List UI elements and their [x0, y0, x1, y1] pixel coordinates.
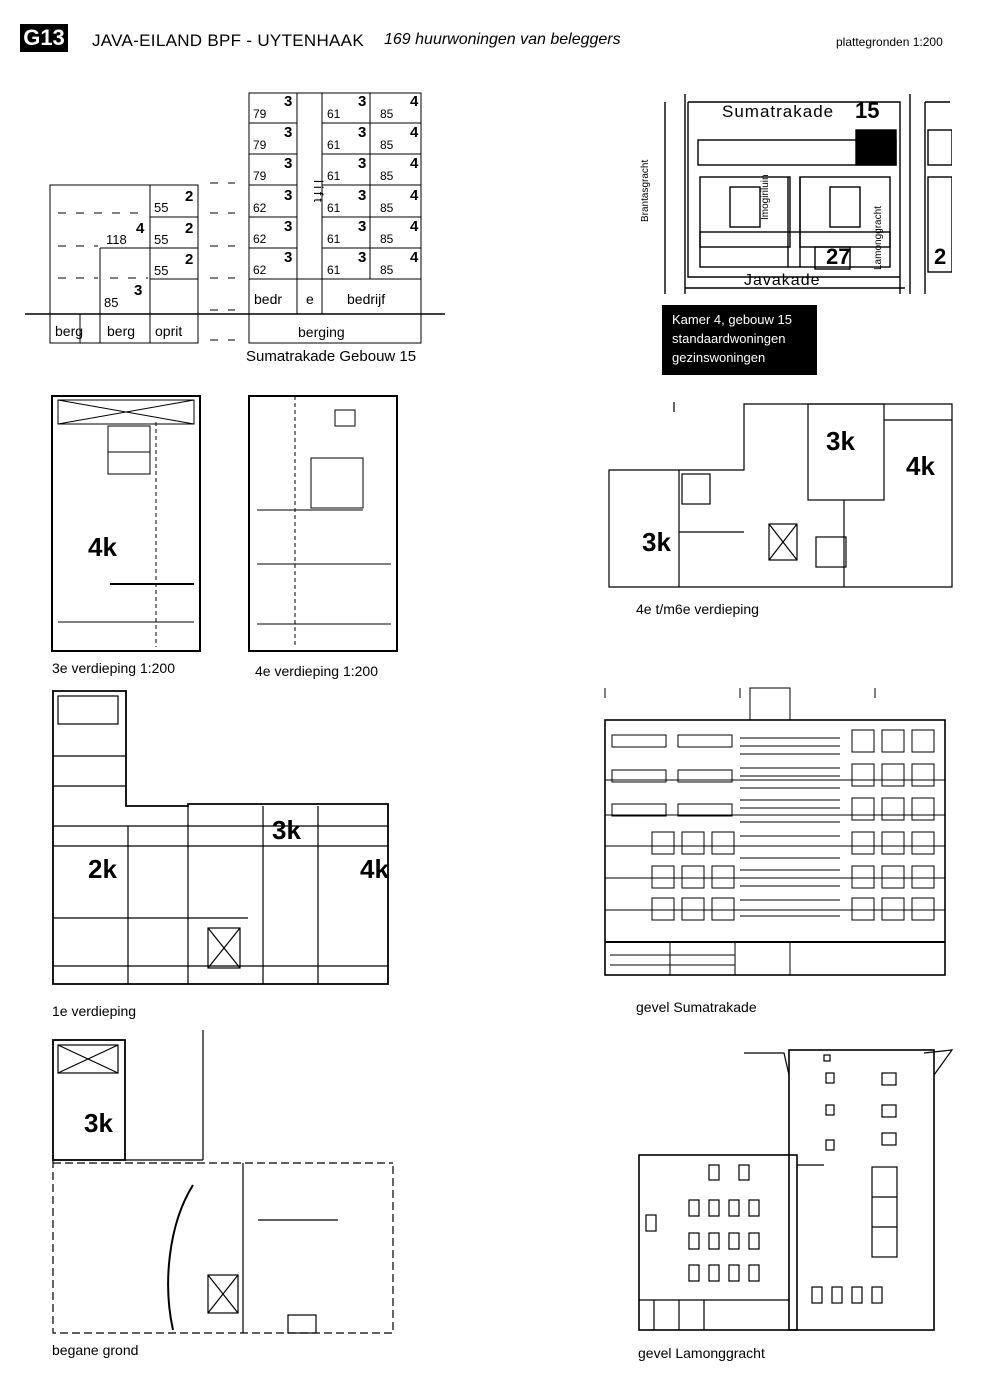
- map-street-top: Sumatrakade: [722, 102, 835, 121]
- plan-4e6e-room-3k-b: 3k: [642, 527, 671, 557]
- right-row-area-a: 62: [253, 263, 267, 277]
- section-diagram: [25, 92, 445, 344]
- map-street-bottom: Javakade: [744, 272, 821, 289]
- left-r2-left-area: 118: [106, 232, 127, 247]
- right-row-rooms-b: 3: [358, 155, 367, 173]
- plan-4e6e-room-3k-a: 3k: [826, 426, 855, 456]
- right-row-rooms-c: 4: [410, 93, 419, 110]
- right-row-area-c: 85: [380, 263, 394, 277]
- right-row-rooms-c: 4: [410, 124, 419, 142]
- right-row-area-c: 85: [380, 200, 394, 215]
- plan-4e6e-caption: 4e t/m6e verdieping: [636, 601, 759, 617]
- site-map: [664, 94, 952, 294]
- right-row-area-b: 61: [327, 231, 341, 246]
- label-oprit: oprit: [155, 323, 183, 339]
- right-row-rooms-b: 3: [358, 93, 367, 110]
- right-row-rooms-a: 3: [284, 155, 293, 173]
- label-berging: berging: [298, 324, 345, 340]
- plan-bg-room-3k: 3k: [84, 1108, 113, 1138]
- right-row-rooms-a: 3: [284, 249, 293, 266]
- sheet-code-badge: G13: [20, 24, 68, 52]
- legend-line-2: standaardwoningen: [672, 331, 786, 346]
- right-row-area-b: 61: [327, 263, 341, 277]
- elevation-sumatrakade: [604, 687, 946, 976]
- left-r3-rooms: 2: [185, 251, 194, 268]
- plan-4e-caption: 4e verdieping 1:200: [255, 663, 378, 679]
- plan-1e-room-2k: 2k: [88, 854, 117, 884]
- right-row-rooms-b: 3: [358, 124, 367, 142]
- label-bedrijf: bedrijf: [347, 291, 386, 307]
- plan-begane-grond: [52, 1030, 394, 1334]
- label-berg-1: berg: [55, 323, 84, 339]
- map-street-right: Lamonggracht: [873, 206, 884, 270]
- right-row-rooms-a: 3: [284, 93, 293, 110]
- left-r1-area: 55: [154, 200, 169, 215]
- legend-line-3: gezinswoningen: [672, 350, 766, 365]
- plan-4e-6e-verdieping: [608, 402, 953, 588]
- left-r2-left-rooms: 4: [136, 220, 145, 237]
- right-row-rooms-a: 3: [284, 217, 293, 235]
- right-row-rooms-b: 3: [358, 217, 367, 235]
- map-building-2: 2: [934, 244, 947, 269]
- plan-1e-room-3k: 3k: [272, 815, 301, 845]
- right-row-rooms-c: 4: [410, 249, 419, 266]
- legend-line-1: Kamer 4, gebouw 15: [672, 312, 792, 327]
- plan-4e6e-room-4k: 4k: [906, 451, 935, 481]
- plan-1e-caption: 1e verdieping: [52, 1003, 137, 1019]
- right-row-area-b: 61: [327, 138, 341, 153]
- right-row-area-c: 85: [380, 169, 394, 184]
- right-row-rooms-c: 4: [410, 217, 419, 235]
- scale-note: plattegronden 1:200: [836, 35, 943, 49]
- right-row-rooms-b: 3: [358, 186, 367, 204]
- right-row-rooms-c: 4: [410, 155, 419, 173]
- left-r2-rooms: 2: [185, 220, 194, 237]
- elevation-lamonggracht: [638, 1049, 954, 1331]
- left-r3-area: 55: [154, 263, 169, 278]
- plan-bg-caption: begane grond: [52, 1342, 139, 1358]
- right-row-area-a: 79: [253, 169, 267, 184]
- legend-box: Kamer 4, gebouw 15 standaardwoningen gez…: [662, 305, 817, 375]
- section-caption: Sumatrakade Gebouw 15: [246, 348, 417, 365]
- label-bedr: bedr: [254, 291, 283, 307]
- right-row-area-a: 62: [253, 231, 267, 246]
- map-building-27: 27: [826, 244, 851, 269]
- right-row-area-b: 61: [327, 200, 341, 215]
- map-street-mid: Imogiriluin: [760, 174, 771, 220]
- left-r1-rooms: 2: [185, 188, 194, 205]
- right-row-area-c: 85: [380, 107, 394, 121]
- plan-4e-verdieping: [248, 395, 398, 652]
- elevation-lamonggracht-caption: gevel Lamonggracht: [638, 1345, 765, 1361]
- right-row-area-a: 62: [253, 200, 267, 215]
- right-row-rooms-c: 4: [410, 186, 419, 204]
- right-row-area-b: 61: [327, 169, 341, 184]
- project-title: JAVA-EILAND BPF - UYTENHAAK: [92, 31, 364, 50]
- plan-3e-caption: 3e verdieping 1:200: [52, 660, 175, 676]
- right-row-rooms-a: 3: [284, 186, 293, 204]
- plan-1e-verdieping: [52, 690, 389, 985]
- right-row-area-c: 85: [380, 138, 394, 153]
- project-subtitle: 169 huurwoningen van beleggers: [384, 31, 621, 48]
- map-building-15: 15: [855, 98, 880, 123]
- label-e: e: [306, 291, 314, 307]
- right-row-area-a: 79: [253, 107, 267, 121]
- label-berg-2: berg: [107, 323, 136, 339]
- left-r4-rooms: 3: [134, 282, 143, 299]
- right-row-area-c: 85: [380, 231, 394, 246]
- plan-1e-room-4k: 4k: [360, 854, 389, 884]
- right-row-area-b: 61: [327, 107, 341, 121]
- lift-label: lift: [311, 180, 326, 205]
- plan-3e-verdieping: [51, 395, 201, 652]
- plan-3e-room-4k: 4k: [88, 532, 117, 562]
- right-row-area-a: 79: [253, 138, 267, 153]
- elevation-sumatrakade-caption: gevel Sumatrakade: [636, 999, 757, 1015]
- map-street-left: Brantasgracht: [640, 159, 651, 222]
- left-r2-area: 55: [154, 232, 169, 247]
- right-row-rooms-a: 3: [284, 124, 293, 142]
- right-row-rooms-b: 3: [358, 249, 367, 266]
- left-r4-area: 85: [104, 295, 119, 310]
